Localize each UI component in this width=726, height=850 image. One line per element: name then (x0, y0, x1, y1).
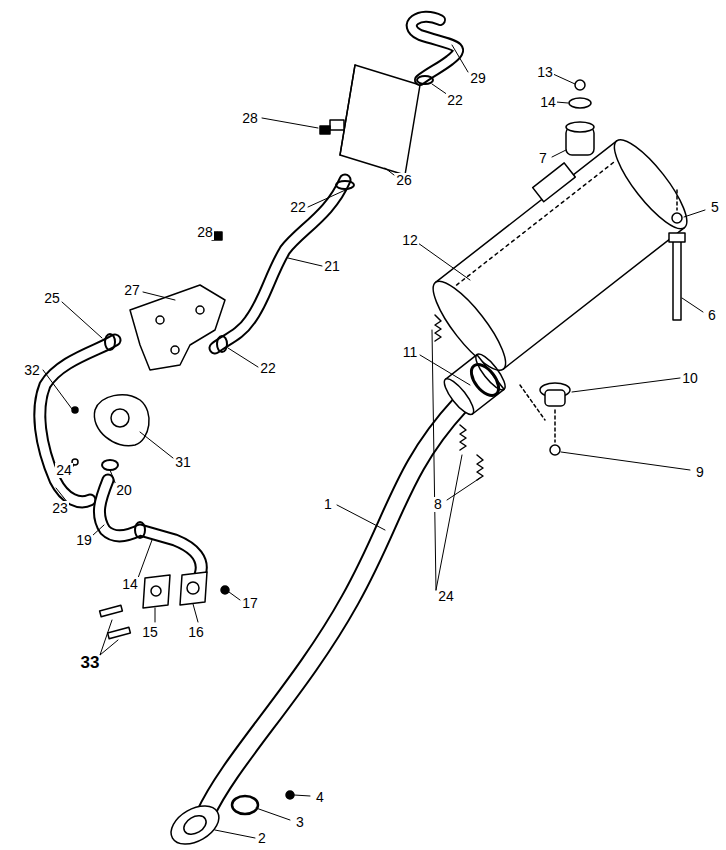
callout-number: 9 (695, 465, 705, 480)
callout-number: 29 (469, 71, 487, 86)
callout-number: 28 (196, 225, 214, 240)
callout-number: 31 (174, 455, 192, 470)
callout-number: 28 (241, 111, 259, 126)
callout-number: 16 (187, 625, 205, 640)
callout-number: 5 (710, 200, 720, 215)
callout-number: 24 (437, 589, 455, 604)
callout-number: 23 (51, 501, 69, 516)
callout-number: 33 (80, 655, 101, 670)
callout-number: 14 (121, 577, 139, 592)
callout-number: 22 (259, 361, 277, 376)
callout-number: 20 (115, 483, 133, 498)
callout-number: 4 (315, 790, 325, 805)
callout-number: 22 (446, 93, 464, 108)
callout-number: 14 (539, 95, 557, 110)
callout-number: 1 (323, 497, 333, 512)
callout-number: 32 (23, 363, 41, 378)
callout-number: 27 (123, 283, 141, 298)
callout-number: 22 (289, 200, 307, 215)
callout-number: 11 (402, 345, 419, 360)
callout-number: 6 (707, 308, 717, 323)
callout-number: 10 (681, 371, 699, 386)
callout-number: 2 (257, 831, 267, 846)
callout-number: 3 (295, 815, 305, 830)
callout-number: 12 (401, 233, 419, 248)
callout-number: 25 (43, 291, 61, 306)
callout-number: 8 (433, 497, 443, 512)
callout-number: 26 (395, 173, 413, 188)
callout-number: 7 (538, 151, 548, 166)
callout-number: 21 (323, 259, 341, 274)
callout-number: 17 (241, 596, 259, 611)
callout-number: 19 (75, 533, 93, 548)
callout-number: 15 (141, 625, 159, 640)
callout-number: 24 (55, 463, 73, 478)
callout-number: 13 (536, 65, 554, 80)
